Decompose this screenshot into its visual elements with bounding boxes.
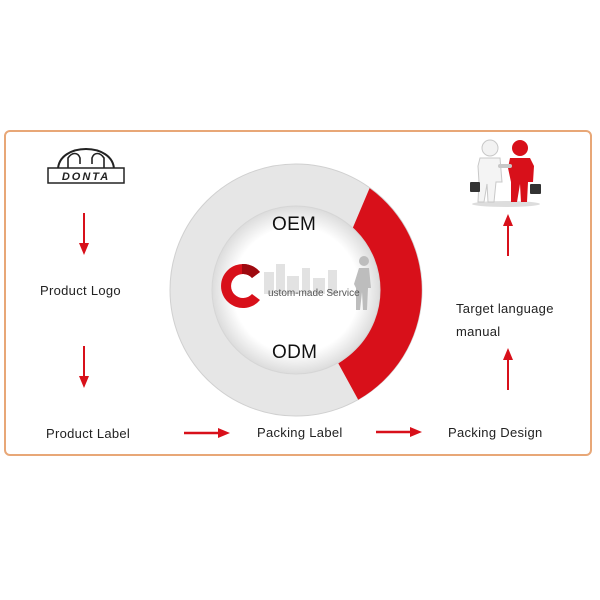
red-arrow-icon	[184, 428, 230, 438]
logo-banner	[47, 167, 125, 184]
skyline-decoration	[264, 264, 337, 294]
donta-logo: DONTA	[47, 148, 125, 184]
custom-service-c-icon	[221, 263, 260, 308]
red-arrow-icon	[376, 427, 422, 437]
red-arrow-icon	[503, 348, 513, 390]
step-packing-label: Packing Label	[257, 425, 343, 440]
logo-inner-arch	[67, 152, 105, 170]
red-arrow-icon	[79, 213, 89, 255]
odm-label: ODM	[272, 342, 318, 363]
logo-text: DONTA	[62, 171, 110, 183]
step-target-manual-line2: manual	[456, 324, 501, 339]
service-tagline: ustom-made Service	[268, 288, 360, 299]
handshake-figures-icon	[470, 139, 541, 207]
step-product-logo: Product Logo	[40, 283, 121, 298]
step-packing-design: Packing Design	[448, 425, 543, 440]
logo-arch	[57, 148, 115, 171]
step-product-label: Product Label	[46, 426, 131, 441]
red-arrow-icon	[79, 346, 89, 388]
red-arrow-icon	[503, 214, 513, 256]
person-silhouette	[354, 256, 371, 310]
oem-label: OEM	[272, 214, 317, 235]
center-ring-diagram	[169, 163, 423, 417]
step-target-manual-line1: Target language	[456, 301, 554, 316]
